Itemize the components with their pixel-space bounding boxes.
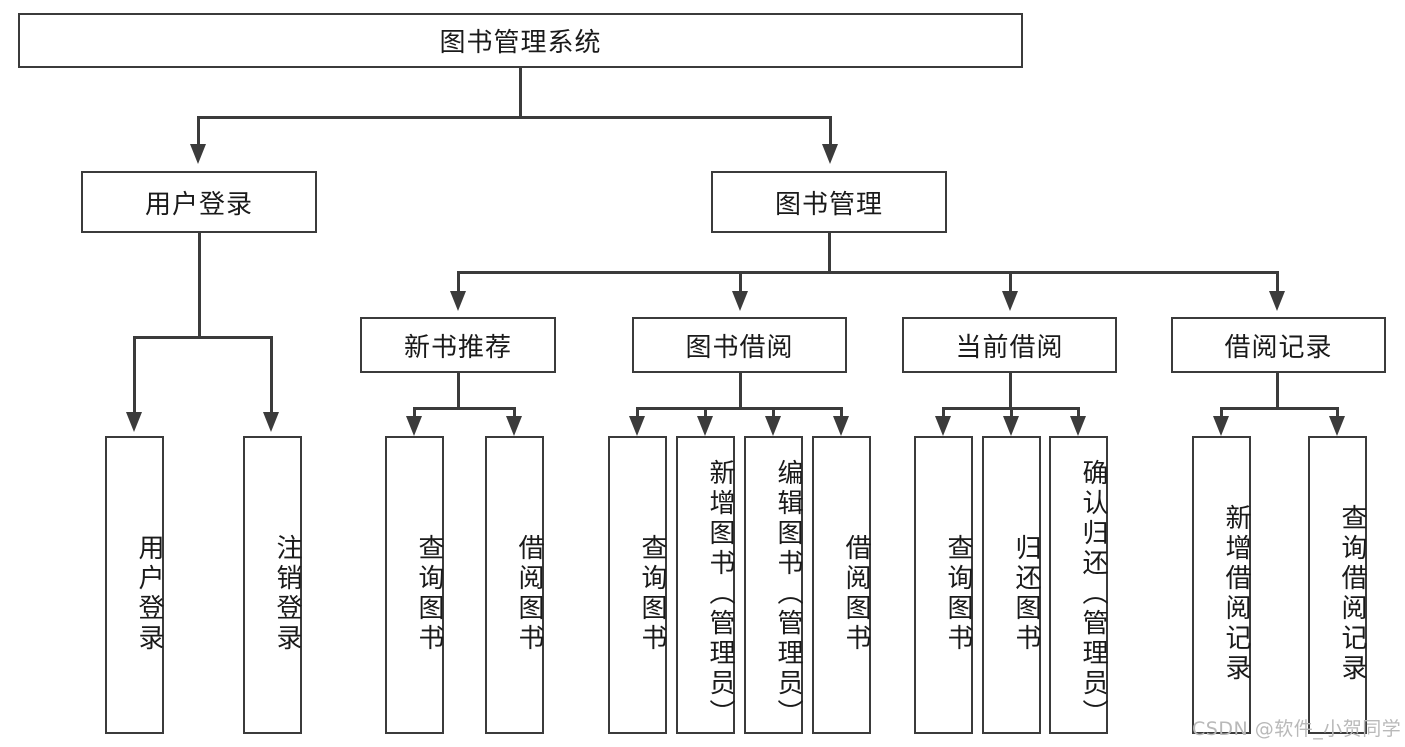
edge-borrowrecord-leaf2	[1336, 407, 1339, 419]
node-leaf-query-book-3[interactable]: 查询图书	[914, 436, 973, 734]
node-label: 查询借阅记录	[1337, 504, 1367, 684]
edge-borrowrecord-drop	[1276, 373, 1279, 409]
csdn-watermark: CSDN @软件_小贺同学	[1192, 718, 1402, 740]
arrowhead-leaf-return-book	[1003, 416, 1019, 436]
edge-root-to-bookmgmt	[829, 116, 832, 146]
edge-userlogin-leaf1	[133, 336, 136, 414]
arrowhead-leaf-edit-book	[765, 416, 781, 436]
node-leaf-confirm-return[interactable]: 确认归还（管理员）	[1049, 436, 1108, 734]
node-label: 图书管理	[774, 189, 883, 220]
node-user-login[interactable]: 用户登录	[81, 171, 317, 233]
node-label: 查询图书	[637, 534, 667, 654]
node-leaf-logout-login[interactable]: 注销登录	[243, 436, 302, 734]
node-label: 编辑图书（管理员）	[773, 459, 803, 729]
node-label: 借阅图书	[514, 534, 544, 654]
edge-bookborrow-leaf1	[636, 407, 639, 419]
node-leaf-add-record[interactable]: 新增借阅记录	[1192, 436, 1251, 734]
arrowhead-leaf-borrow-book-2	[833, 416, 849, 436]
arrowhead-currentborrow	[1002, 291, 1018, 311]
arrowhead-leaf-add-record	[1213, 416, 1229, 436]
arrowhead-userlogin	[190, 144, 206, 164]
node-leaf-return-book[interactable]: 归还图书	[982, 436, 1041, 734]
edge-root-to-userlogin	[197, 116, 200, 146]
node-leaf-borrow-book-1[interactable]: 借阅图书	[485, 436, 544, 734]
edge-bookborrow-leaf3	[772, 407, 775, 419]
edge-bookborrow-leaf4	[840, 407, 843, 419]
node-root-system[interactable]: 图书管理系统	[18, 13, 1023, 68]
node-borrow-record[interactable]: 借阅记录	[1171, 317, 1386, 373]
edge-bookmgmt-to-borrowrecord	[1276, 271, 1279, 293]
node-label: 新书推荐	[403, 332, 512, 363]
arrowhead-leaf-add-book	[697, 416, 713, 436]
edge-bookmgmt-to-bookborrow	[739, 271, 742, 293]
edge-bookborrow-drop	[739, 373, 742, 409]
edge-newbook-leaf2	[513, 407, 516, 419]
node-leaf-query-record[interactable]: 查询借阅记录	[1308, 436, 1367, 734]
node-label: 图书借阅	[685, 332, 794, 363]
arrowhead-leaf-confirm-return	[1070, 416, 1086, 436]
node-new-book-recommend[interactable]: 新书推荐	[360, 317, 556, 373]
arrowhead-borrowrecord	[1269, 291, 1285, 311]
node-label: 新增借阅记录	[1221, 504, 1251, 684]
edge-borrowrecord-leaf1	[1220, 407, 1223, 419]
arrowhead-leaf-query-book-1	[406, 416, 422, 436]
arrowhead-bookborrow	[732, 291, 748, 311]
edge-currentborrow-leaf3	[1077, 407, 1080, 419]
node-label: 借阅记录	[1224, 332, 1333, 363]
arrowhead-leaf-logout-login	[263, 412, 279, 432]
node-label: 确认归还（管理员）	[1078, 459, 1108, 729]
node-current-borrow[interactable]: 当前借阅	[902, 317, 1117, 373]
edge-bookmgmt-bus	[457, 271, 1277, 274]
arrowhead-leaf-user-login	[126, 412, 142, 432]
arrowhead-leaf-borrow-book-1	[506, 416, 522, 436]
edge-bookmgmt-drop	[828, 233, 831, 273]
edge-borrowrecord-bus	[1220, 407, 1338, 410]
node-book-borrow[interactable]: 图书借阅	[632, 317, 847, 373]
edge-bookmgmt-to-currentborrow	[1009, 271, 1012, 293]
arrowhead-leaf-query-book-3	[935, 416, 951, 436]
node-label: 图书管理系统	[439, 28, 602, 58]
edge-root-bus	[197, 116, 832, 119]
node-label: 查询图书	[943, 534, 973, 654]
edge-bookborrow-leaf2	[704, 407, 707, 419]
node-label: 用户登录	[144, 189, 253, 220]
edge-userlogin-drop	[198, 233, 201, 338]
edge-currentborrow-leaf1	[942, 407, 945, 419]
edge-bookmgmt-to-newbook	[457, 271, 460, 293]
edge-currentborrow-drop	[1009, 373, 1012, 409]
edge-currentborrow-leaf2	[1010, 407, 1013, 419]
node-book-management[interactable]: 图书管理	[711, 171, 947, 233]
edge-userlogin-bus	[133, 336, 272, 339]
node-label: 用户登录	[134, 534, 164, 654]
edge-newbook-drop	[457, 373, 460, 409]
node-leaf-query-book-2[interactable]: 查询图书	[608, 436, 667, 734]
edge-root-drop	[519, 68, 522, 117]
edge-userlogin-leaf2	[270, 336, 273, 414]
node-label: 归还图书	[1011, 534, 1041, 654]
arrowhead-newbook	[450, 291, 466, 311]
node-label: 查询图书	[414, 534, 444, 654]
node-label: 新增图书（管理员）	[705, 459, 735, 729]
node-leaf-edit-book[interactable]: 编辑图书（管理员）	[744, 436, 803, 734]
node-leaf-query-book-1[interactable]: 查询图书	[385, 436, 444, 734]
node-leaf-add-book[interactable]: 新增图书（管理员）	[676, 436, 735, 734]
node-label: 注销登录	[272, 534, 302, 654]
arrowhead-leaf-query-record	[1329, 416, 1345, 436]
edge-newbook-bus	[413, 407, 515, 410]
edge-bookborrow-bus	[636, 407, 842, 410]
node-leaf-user-login[interactable]: 用户登录	[105, 436, 164, 734]
node-label: 当前借阅	[955, 332, 1064, 363]
edge-newbook-leaf1	[413, 407, 416, 419]
node-leaf-borrow-book-2[interactable]: 借阅图书	[812, 436, 871, 734]
arrowhead-bookmgmt	[822, 144, 838, 164]
node-label: 借阅图书	[841, 534, 871, 654]
arrowhead-leaf-query-book-2	[629, 416, 645, 436]
